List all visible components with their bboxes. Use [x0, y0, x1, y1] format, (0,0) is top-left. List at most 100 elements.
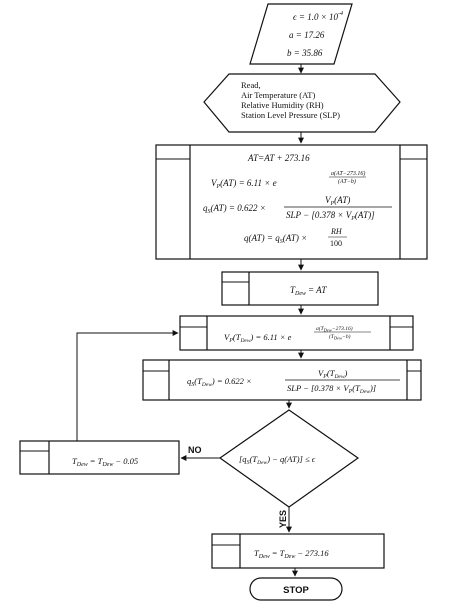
at-conversion-eq: AT=AT + 273.16	[247, 153, 310, 163]
qs-tdew-block: qS(TDew) = 0.622 × VP(TDew) SLP − [0.378…	[142, 359, 422, 401]
qs-tdew-den-arg: (T	[352, 383, 361, 393]
no-label: NO	[188, 445, 202, 455]
tdew-init-rhs: = AT	[308, 285, 327, 295]
qs-tdew-num-sub: P	[322, 374, 327, 380]
svg-text:TDew= AT: TDew= AT	[290, 285, 327, 297]
q-at-lhs: q(AT) = q	[244, 233, 280, 243]
qs-at-den-sub: P	[350, 216, 355, 222]
q-at-sub: S	[280, 239, 283, 245]
qs-tdew-den-tail: )]	[369, 383, 376, 393]
vp-tdew-mid: ) = 6.11 × e	[250, 332, 292, 342]
qs-tdew-lhs: q	[187, 376, 192, 386]
qs-at-num-sub: P	[330, 201, 335, 207]
vp-tdew-arg-sub: Dew	[239, 338, 250, 344]
qs-tdew-num: V	[318, 368, 325, 378]
svg-text:qS(AT) = 0.622 ×: qS(AT) = 0.622 ×	[203, 203, 266, 215]
svg-text:VP(AT) = 6.11 × e: VP(AT) = 6.11 × e	[211, 178, 277, 190]
read-station-pressure: Station Level Pressure (SLP)	[241, 110, 340, 120]
decision-sub-dew: Dew	[256, 460, 267, 466]
qs-tdew-mid: ) = 0.622 ×	[211, 376, 252, 386]
qs-at-mid: (AT) = 0.622 ×	[211, 203, 266, 213]
decision-sub-s: S	[247, 460, 250, 466]
final-mid-sub: Dew	[283, 554, 295, 560]
svg-text:SLP − [0.378 × VP(TDew)]: SLP − [0.378 × VP(TDew)]	[287, 383, 376, 395]
vp-tdew-exp-den: (T	[329, 333, 335, 340]
decision-text-c: ) − q(AT)] ≤ ϵ	[266, 454, 316, 464]
svg-text:[qS(TDew) − q(AT)] ≤ ϵ: [qS(TDew) − q(AT)] ≤ ϵ	[239, 454, 316, 466]
qs-at-den-tail: (AT)]	[355, 210, 375, 220]
final-lhs-sub: Dew	[258, 554, 270, 560]
decrement-lhs-sub: Dew	[76, 462, 88, 468]
b-constant: b = 35.86	[287, 48, 323, 58]
decision-text-b: (T	[250, 454, 259, 464]
qs-at-sub: S	[208, 209, 211, 215]
q-at-mid: (AT) ×	[283, 233, 308, 243]
epsilon-value: ϵ = 1.0 × 10	[293, 12, 339, 22]
final-rhs: − 273.16	[297, 548, 329, 558]
vp-at-exp-num: a(AT−273.16)	[331, 170, 365, 177]
qs-tdew-num-arg: (T	[327, 368, 336, 378]
vp-tdew-exp-num-tail: −273.16)	[332, 325, 353, 332]
final-conversion-block: TDew= TDew− 273.16	[211, 533, 385, 569]
final-mid: = T	[272, 548, 286, 558]
qs-tdew-den: SLP − [0.378 × V	[287, 383, 350, 393]
tdew-init-lhs: T	[290, 285, 296, 295]
decrement-mid-sub: Dew	[101, 462, 113, 468]
qs-tdew-arg: (T	[194, 376, 203, 386]
vp-tdew-lhs: V	[224, 332, 231, 342]
final-lhs: T	[254, 548, 260, 558]
svg-text:VP(TDew) = 6.11 × e: VP(TDew) = 6.11 × e	[224, 332, 292, 344]
compute-process-block: AT=AT + 273.16 VP(AT) = 6.11 × e a(AT−27…	[155, 144, 428, 260]
stop-label: STOP	[283, 585, 309, 596]
svg-text:ϵ = 1.0 × 10-4: ϵ = 1.0 × 10-4	[293, 10, 343, 22]
qs-tdew-lhs-sub: S	[191, 382, 194, 388]
q-at-num: RH	[330, 227, 343, 236]
qs-tdew-den-sub: P	[348, 389, 353, 395]
qs-at-lhs: q	[203, 203, 208, 213]
vp-tdew-exp-den-tail: −b)	[342, 333, 350, 340]
vp-tdew-arg: (T	[233, 332, 242, 342]
arrow-loop-back	[76, 330, 179, 441]
qs-at-num-arg: (AT)	[334, 195, 350, 205]
read-heading: Read,	[241, 80, 261, 90]
svg-text:TDew= TDew− 273.16: TDew= TDew− 273.16	[254, 548, 329, 560]
tdew-init-sub: Dew	[294, 291, 306, 297]
vp-tdew-exp-den-sub: Dew	[333, 336, 342, 341]
read-input-hexagon: Read, Air Temperature (AT) Relative Humi…	[203, 73, 401, 133]
vp-tdew-lhs-sub: P	[228, 338, 233, 344]
qs-at-den: SLP − [0.378 × V	[286, 210, 353, 220]
read-relative-humidity: Relative Humidity (RH)	[241, 100, 324, 110]
vp-tdew-exp-num: a(T	[316, 325, 325, 332]
epsilon-exponent: -4	[338, 10, 343, 17]
vp-tdew-block: VP(TDew) = 6.11 × e a(TDew−273.16) (TDew…	[179, 315, 414, 351]
qs-tdew-arg-sub: Dew	[201, 382, 212, 388]
tdew-init-block: TDew= AT	[221, 271, 379, 306]
decision-text-a: [q	[239, 454, 247, 464]
stop-terminator: STOP	[249, 577, 343, 601]
tdew-decrement-block: TDew= TDew− 0.05	[19, 440, 180, 475]
vp-at-exp-den: (AT−b)	[338, 178, 356, 185]
svg-text:TDew= TDew− 0.05: TDew= TDew− 0.05	[72, 456, 138, 468]
svg-text:VP(TDew): VP(TDew)	[318, 368, 348, 380]
svg-text:qS(TDew) = 0.622 ×: qS(TDew) = 0.622 ×	[187, 376, 252, 388]
convergence-decision-diamond: [qS(TDew) − q(AT)] ≤ ϵ	[218, 409, 360, 508]
qs-tdew-num-tail: )	[344, 368, 348, 378]
read-air-temperature: Air Temperature (AT)	[241, 90, 315, 100]
constants-parallelogram: ϵ = 1.0 × 10-4 a = 17.26 b = 35.86	[249, 3, 353, 65]
svg-text:a(TDew−273.16): a(TDew−273.16)	[316, 325, 353, 333]
vp-at-lhs: V	[211, 178, 218, 188]
vp-at-mid: (AT) = 6.11 × e	[220, 178, 276, 188]
svg-text:VP(AT): VP(AT)	[325, 195, 350, 207]
qs-tdew-den-arg-sub: Dew	[359, 389, 370, 395]
vp-at-sub: P	[216, 184, 221, 190]
svg-text:SLP − [0.378 × VP(AT)]: SLP − [0.378 × VP(AT)]	[286, 210, 375, 222]
decrement-rhs: − 0.05	[115, 456, 138, 466]
svg-text:(TDew−b): (TDew−b)	[329, 333, 351, 341]
qs-tdew-num-arg-sub: Dew	[333, 374, 344, 380]
a-constant: a = 17.26	[289, 30, 325, 40]
decrement-mid: = T	[90, 456, 104, 466]
q-at-den: 100	[330, 239, 342, 248]
decrement-lhs: T	[72, 456, 78, 466]
qs-at-num: V	[325, 195, 332, 205]
